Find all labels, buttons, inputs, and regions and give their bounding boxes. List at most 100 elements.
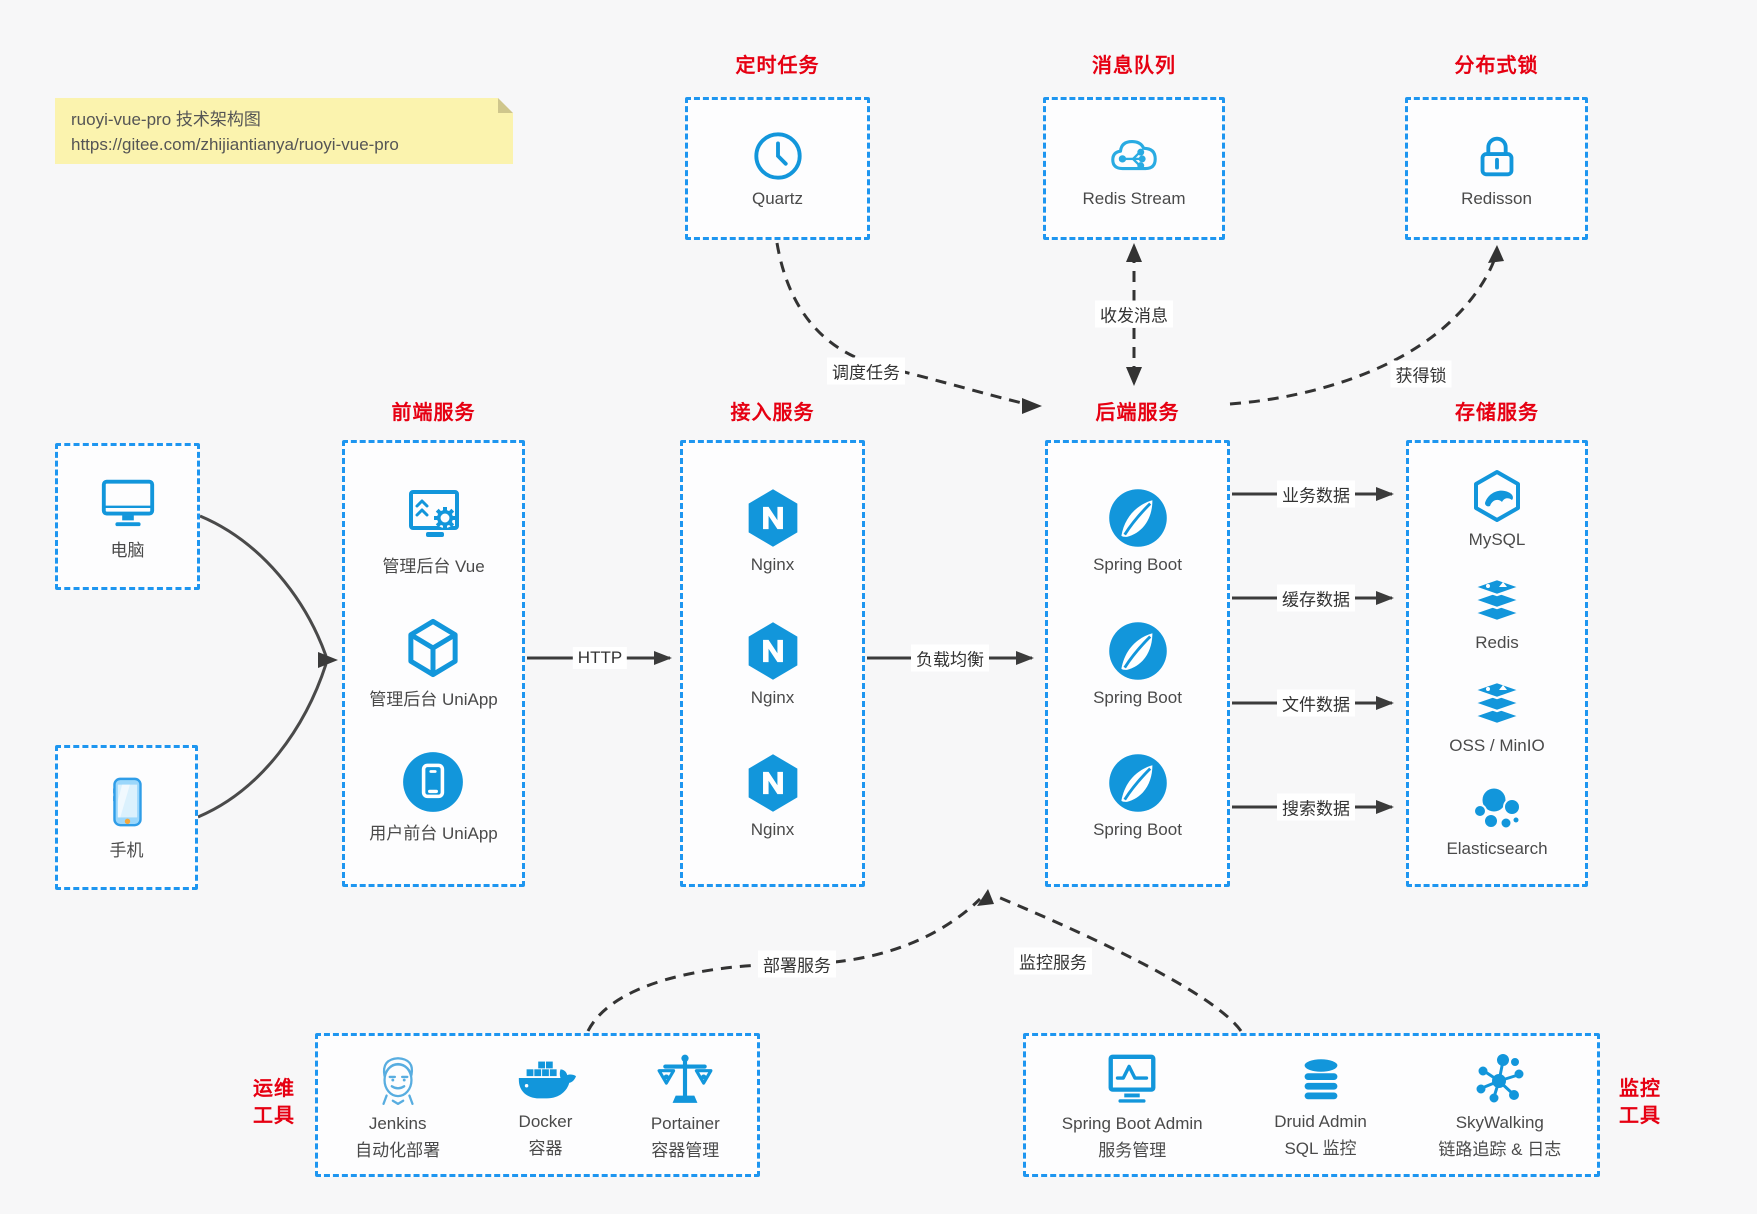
item-label: 手机 — [109, 841, 144, 860]
redis-stack-icon — [1472, 680, 1522, 726]
edge-mobile-to-frontend — [197, 663, 328, 819]
item-label: Elasticsearch — [1446, 839, 1548, 858]
frontend-services-box: 管理后台 Vue 管理后台 UniApp 用户前台 UniApp — [342, 440, 525, 887]
cloud-stream-icon — [1111, 139, 1157, 170]
admin-vue-icon — [408, 489, 459, 537]
edge-label-cache-data: 缓存数据 — [1277, 584, 1355, 612]
arrowhead-frontend — [318, 652, 338, 668]
redis-stream-box: Redis Stream — [1043, 97, 1225, 240]
storage-services-box: MySQL Redis — [1406, 440, 1588, 887]
item-springboot-1: Spring Boot — [1093, 487, 1182, 575]
sba-icon — [1108, 1054, 1156, 1103]
item-label: Portainer — [650, 1113, 720, 1133]
item-sublabel: SQL 监控 — [1284, 1138, 1357, 1158]
item-mobile: 手机 — [100, 774, 154, 861]
item-portainer: Portainer 容器管理 — [651, 1050, 720, 1161]
edge-label-http: HTTP — [572, 647, 628, 669]
edge-label-business-data: 业务数据 — [1277, 480, 1355, 508]
item-nginx-3: Nginx — [742, 752, 804, 840]
ops-tools-box: Jenkins 自动化部署 Docker 容器 — [315, 1033, 760, 1177]
item-redis: Redis — [1469, 575, 1525, 653]
user-app-icon — [403, 751, 464, 812]
monitor-label-line1: 监控 — [1619, 1078, 1661, 1100]
item-label: Jenkins — [368, 1113, 427, 1133]
item-label: Spring Boot — [1093, 819, 1182, 839]
item-label: OSS / MinIO — [1449, 736, 1545, 755]
group-title-scheduled-tasks: 定时任务 — [735, 55, 820, 77]
quartz-box: Quartz — [685, 97, 870, 240]
nginx-icon — [748, 489, 797, 548]
item-label: Redis — [1475, 633, 1519, 652]
edge-get-lock — [1229, 257, 1497, 406]
item-label: SkyWalking — [1455, 1112, 1544, 1132]
item-label: 管理后台 UniApp — [369, 690, 498, 709]
ops-label-line2: 工具 — [253, 1105, 295, 1127]
clock-icon — [753, 131, 802, 180]
monitor-tools-box: Spring Boot Admin 服务管理 Druid Admin SQL 监… — [1023, 1033, 1600, 1177]
group-title-message-queue: 消息队列 — [1092, 55, 1176, 77]
spring-icon — [1108, 621, 1167, 680]
item-nginx-1: Nginx — [742, 487, 804, 575]
note-title: ruoyi-vue-pro 技术架构图 — [71, 110, 261, 129]
backend-services-box: Spring Boot Spring Boot Spring Boot — [1045, 440, 1230, 887]
item-admin-vue: 管理后台 Vue — [382, 484, 485, 577]
column-title-frontend: 前端服务 — [391, 402, 476, 424]
arrowhead-messages-up — [1126, 243, 1142, 262]
elasticsearch-icon — [1472, 786, 1521, 830]
edge-label-load-balance: 负载均衡 — [911, 644, 989, 672]
item-sublabel: 容器 — [528, 1138, 563, 1158]
edge-label-monitor: 监控服务 — [1014, 947, 1092, 975]
column-title-storage: 存储服务 — [1455, 402, 1539, 424]
item-redis-stream: Redis Stream — [1082, 129, 1186, 209]
item-sublabel: 自动化部署 — [355, 1140, 441, 1160]
desktop-icon — [101, 479, 154, 527]
desktop-client-box: 电脑 — [55, 443, 200, 590]
item-label: Redisson — [1461, 188, 1532, 208]
arrowhead-schedule — [1022, 398, 1042, 414]
item-label: Nginx — [750, 555, 795, 575]
item-label: Spring Boot — [1093, 555, 1182, 575]
arrowhead-get-lock — [1488, 245, 1504, 263]
jenkins-icon — [382, 1056, 414, 1105]
mysql-icon — [1474, 470, 1520, 522]
nginx-icon — [748, 621, 797, 680]
redis-stack-icon — [1472, 577, 1522, 623]
spring-icon — [1108, 489, 1167, 548]
item-label: Nginx — [750, 819, 795, 839]
item-redisson: Redisson — [1461, 129, 1532, 209]
item-sublabel: 容器管理 — [651, 1140, 720, 1160]
item-quartz: Quartz — [751, 129, 805, 209]
spring-icon — [1108, 753, 1167, 812]
portainer-icon — [657, 1054, 713, 1103]
nginx-icon — [748, 753, 797, 812]
item-user-uniapp: 用户前台 UniApp — [369, 751, 498, 844]
item-label: MySQL — [1468, 530, 1526, 549]
lock-icon — [1480, 136, 1513, 176]
item-skywalking: SkyWalking 链路追踪 & 日志 — [1438, 1051, 1561, 1160]
item-docker: Docker 容器 — [514, 1052, 577, 1159]
ops-tools-label: 运维 工具 — [246, 1076, 302, 1130]
item-label: Quartz — [751, 188, 804, 208]
item-desktop: 电脑 — [98, 472, 158, 561]
item-label: 用户前台 UniApp — [369, 823, 498, 843]
skywalking-icon — [1476, 1053, 1524, 1102]
edge-label-search-data: 搜索数据 — [1277, 793, 1355, 821]
item-springboot-3: Spring Boot — [1093, 752, 1182, 840]
item-elasticsearch: Elasticsearch — [1446, 781, 1548, 859]
edge-label-schedule: 调度任务 — [827, 357, 905, 385]
sticky-note: ruoyi-vue-pro 技术架构图 https://gitee.com/zh… — [55, 98, 513, 164]
gateway-services-box: Nginx Nginx Nginx — [680, 440, 865, 887]
note-url: https://gitee.com/zhijiantianya/ruoyi-vu… — [71, 135, 399, 154]
docker-icon — [519, 1061, 577, 1098]
arrowhead-messages-down — [1126, 367, 1142, 386]
item-label: Redis Stream — [1082, 188, 1186, 208]
item-sublabel: 服务管理 — [1098, 1140, 1167, 1160]
item-label: 电脑 — [110, 541, 145, 560]
item-spring-boot-admin: Spring Boot Admin 服务管理 — [1062, 1050, 1203, 1161]
item-springboot-2: Spring Boot — [1093, 620, 1182, 708]
item-mysql: MySQL — [1468, 468, 1526, 550]
edge-desktop-to-frontend — [199, 514, 328, 657]
redisson-box: Redisson — [1405, 97, 1588, 240]
item-label: Spring Boot — [1093, 687, 1182, 707]
uniapp-cube-icon — [408, 618, 459, 678]
